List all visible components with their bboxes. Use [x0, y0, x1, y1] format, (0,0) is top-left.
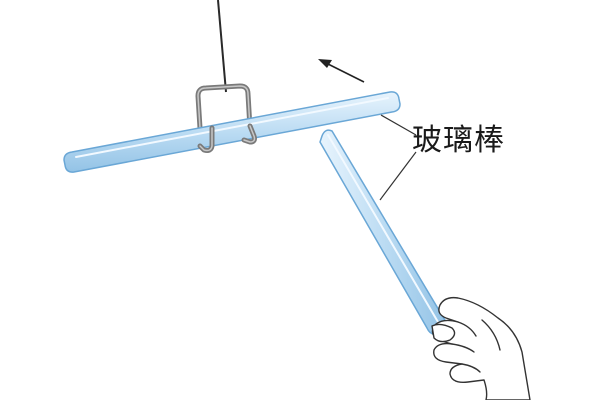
- label-leader-lines: [379, 114, 417, 201]
- horizontal-glass-rod: [63, 91, 401, 173]
- wire-hanger: [195, 83, 253, 131]
- hanging-string: [217, 0, 227, 93]
- glass-rod-label: 玻璃棒: [412, 123, 505, 158]
- hanger-hooks: [197, 123, 257, 153]
- rotation-arrow: [318, 59, 365, 83]
- handheld-glass-rod: [319, 129, 448, 335]
- hand: [431, 296, 531, 400]
